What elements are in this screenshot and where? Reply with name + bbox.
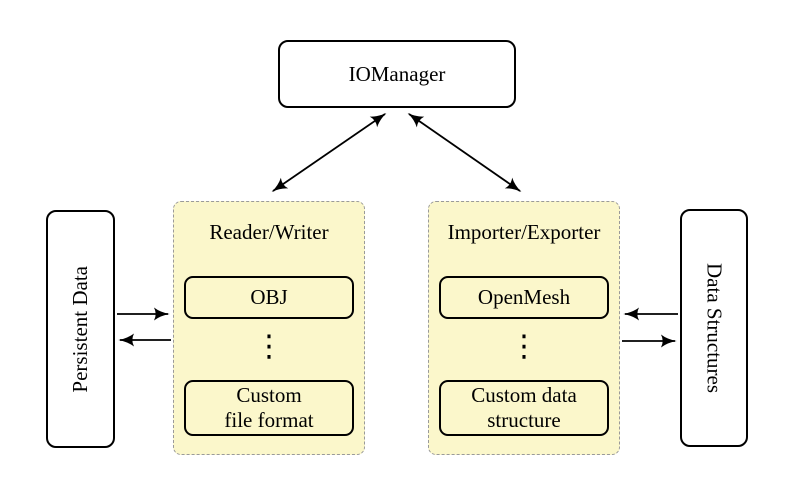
iomanager-label: IOManager — [348, 61, 446, 86]
custom-data-structure-node: Custom data structure — [439, 380, 609, 436]
custom-file-format-node: Custom file format — [184, 380, 354, 436]
importer-exporter-group: Importer/Exporter OpenMesh ⋮ Custom data… — [428, 201, 620, 455]
persistent-data-label: Persistent Data — [68, 265, 92, 393]
reader-writer-group: Reader/Writer OBJ ⋮ Custom file format — [173, 201, 365, 455]
reader-writer-title: Reader/Writer — [209, 220, 329, 244]
vertical-ellipsis-icon: ⋮ — [509, 329, 539, 364]
custom-data-structure-line2: structure — [487, 408, 561, 432]
vertical-ellipsis-icon: ⋮ — [254, 329, 284, 364]
openmesh-label: OpenMesh — [477, 284, 571, 309]
custom-file-format-line1: Custom — [236, 382, 302, 407]
data-structures-label: Data Structures — [702, 262, 727, 394]
iomanager-node: IOManager — [278, 40, 516, 108]
custom-data-structure-line1: Custom data — [471, 382, 577, 407]
arrow-iomanager-importerexporter — [407, 113, 522, 192]
obj-node: OBJ — [184, 276, 354, 319]
custom-file-format-line2: file format — [224, 408, 314, 432]
importer-exporter-title: Importer/Exporter — [447, 220, 601, 244]
persistent-data-node: Persistent Data — [46, 210, 115, 448]
openmesh-node: OpenMesh — [439, 276, 609, 319]
obj-label: OBJ — [250, 284, 288, 309]
data-structures-node: Data Structures — [680, 209, 748, 447]
arrow-iomanager-readerwriter — [271, 113, 387, 192]
